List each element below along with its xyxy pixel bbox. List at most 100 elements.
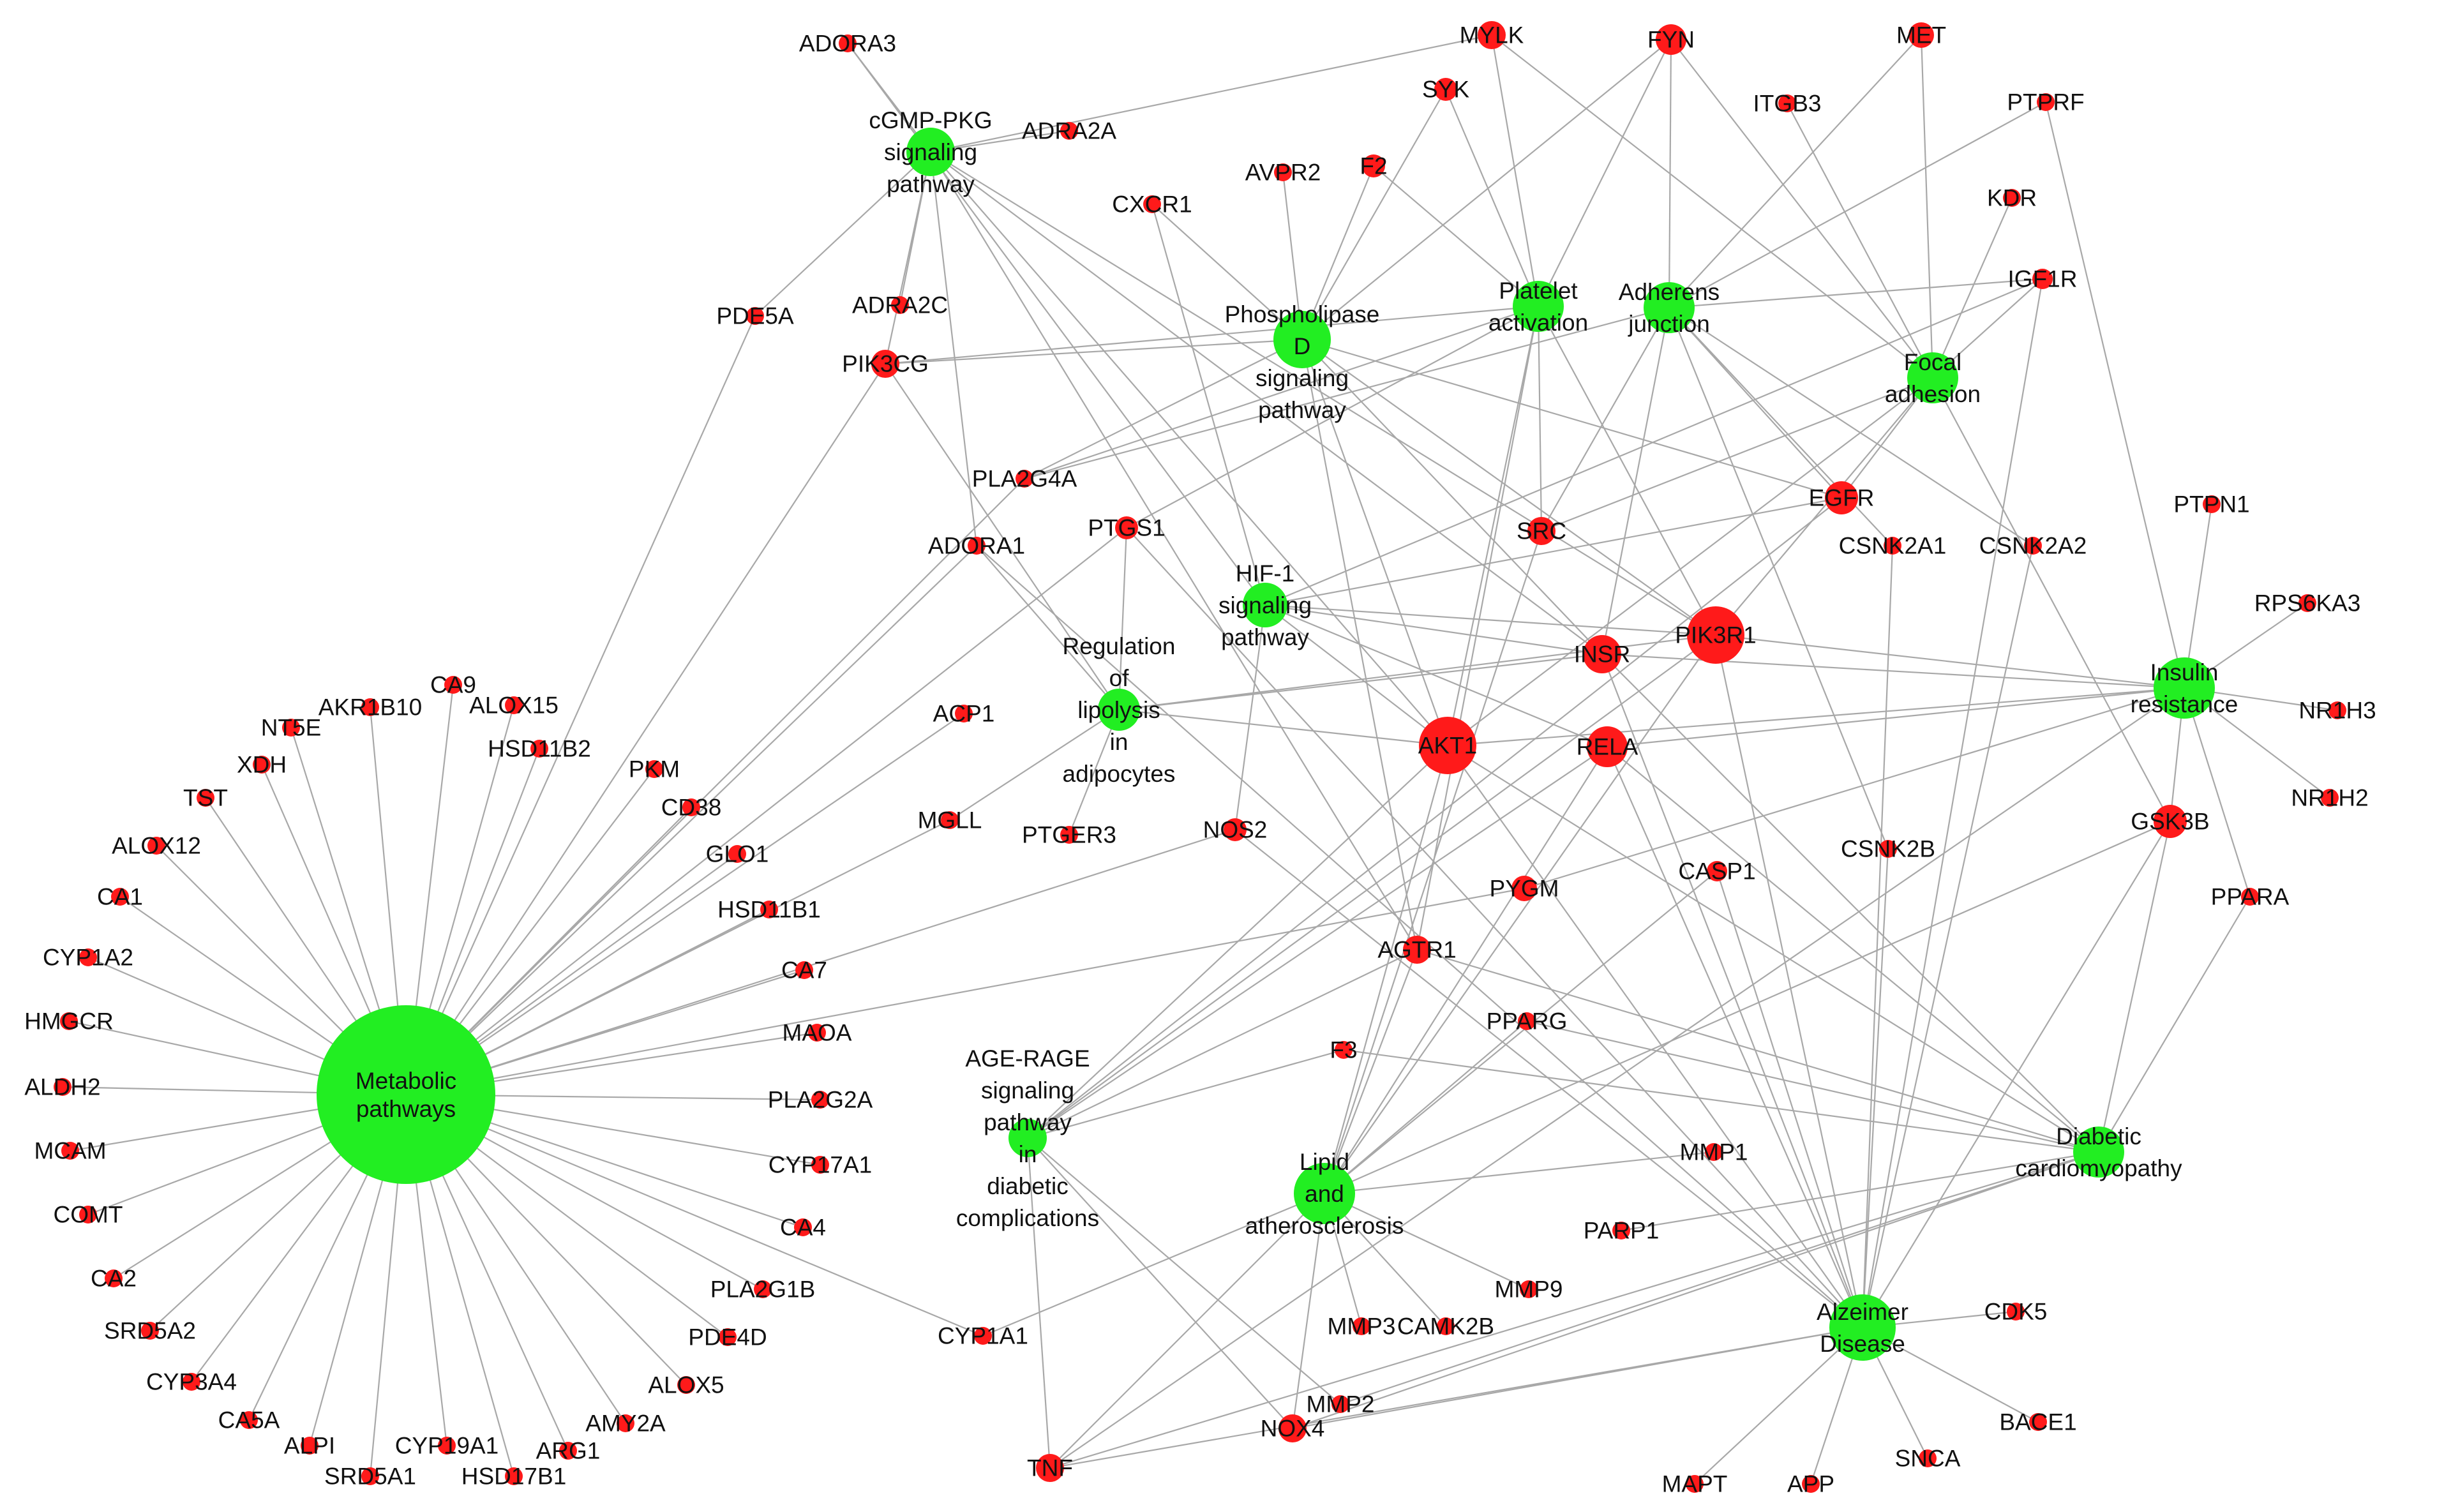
gene-node-camk2b[interactable]: CAMK2B xyxy=(1397,1314,1494,1340)
gene-node-pde5a[interactable]: PDE5A xyxy=(716,303,794,329)
gene-node-glo1[interactable]: GLO1 xyxy=(706,841,769,867)
gene-node-ppara[interactable]: PPARA xyxy=(2211,884,2290,910)
gene-node-pla2g1b[interactable]: PLA2G1B xyxy=(710,1276,816,1303)
gene-node-snca[interactable]: SNCA xyxy=(1895,1446,1961,1472)
gene-node-adora1[interactable]: ADORA1 xyxy=(928,533,1025,559)
gene-node-nos2[interactable]: NOS2 xyxy=(1203,817,1268,843)
gene-node-parp1[interactable]: PARP1 xyxy=(1584,1218,1660,1244)
gene-node-mmp2[interactable]: MMP2 xyxy=(1307,1391,1375,1418)
gene-node-gsk3b[interactable]: GSK3B xyxy=(2131,805,2210,838)
gene-node-hsd17b1[interactable]: HSD17B1 xyxy=(461,1463,567,1490)
gene-node-csnk2a2[interactable]: CSNK2A2 xyxy=(1979,533,2087,559)
gene-node-ptger3[interactable]: PTGER3 xyxy=(1022,822,1116,848)
gene-node-ca2[interactable]: CA2 xyxy=(91,1266,137,1292)
gene-node-srd5a2[interactable]: SRD5A2 xyxy=(104,1318,196,1344)
gene-node-pparg[interactable]: PPARG xyxy=(1487,1008,1568,1035)
gene-node-pik3cg[interactable]: PIK3CG xyxy=(842,350,929,378)
gene-node-cyp1a1[interactable]: CYP1A1 xyxy=(938,1323,1028,1349)
gene-node-akt1[interactable]: AKT1 xyxy=(1418,717,1478,774)
gene-node-pkm[interactable]: PKM xyxy=(629,756,680,782)
gene-node-cyp19a1[interactable]: CYP19A1 xyxy=(395,1433,499,1459)
gene-node-hmgcr[interactable]: HMGCR xyxy=(24,1008,114,1035)
gene-node-fyn[interactable]: FYN xyxy=(1647,24,1695,55)
gene-node-alox5[interactable]: ALOX5 xyxy=(648,1372,724,1398)
gene-node-mcam[interactable]: MCAM xyxy=(34,1138,106,1164)
gene-node-csnk2b[interactable]: CSNK2B xyxy=(1841,836,1935,862)
gene-node-nr1h3[interactable]: NR1H3 xyxy=(2298,698,2376,724)
gene-node-pik3r1[interactable]: PIK3R1 xyxy=(1675,606,1757,664)
gene-node-adra2a[interactable]: ADRA2A xyxy=(1022,118,1116,144)
gene-node-egfr[interactable]: EGFR xyxy=(1809,481,1875,514)
gene-node-akr1b10[interactable]: AKR1B10 xyxy=(319,694,423,721)
gene-node-xdh[interactable]: XDH xyxy=(237,752,287,778)
gene-node-igf1r[interactable]: IGF1R xyxy=(2008,266,2078,292)
gene-node-mgll[interactable]: MGLL xyxy=(918,807,982,834)
gene-node-f2[interactable]: F2 xyxy=(1360,153,1387,179)
gene-node-rps6ka3[interactable]: RPS6KA3 xyxy=(2254,590,2361,617)
gene-node-amy2a[interactable]: AMY2A xyxy=(585,1411,666,1437)
gene-node-ca1[interactable]: CA1 xyxy=(97,884,143,910)
gene-node-adora3[interactable]: ADORA3 xyxy=(799,31,896,57)
gene-node-nt5e[interactable]: NT5E xyxy=(261,715,322,741)
gene-node-cxcr1[interactable]: CXCR1 xyxy=(1112,191,1192,218)
gene-node-rela[interactable]: RELA xyxy=(1577,726,1638,767)
gene-node-pla2g4a[interactable]: PLA2G4A xyxy=(972,466,1077,492)
gene-node-hsd11b2[interactable]: HSD11B2 xyxy=(488,736,591,762)
gene-node-comt[interactable]: COMT xyxy=(54,1202,123,1228)
gene-node-ca5a[interactable]: CA5A xyxy=(218,1407,280,1433)
gene-node-mylk[interactable]: MYLK xyxy=(1460,21,1524,49)
gene-node-pde4d[interactable]: PDE4D xyxy=(688,1324,767,1351)
gene-node-mapt[interactable]: MAPT xyxy=(1662,1471,1728,1497)
gene-node-cyp3a4[interactable]: CYP3A4 xyxy=(146,1369,237,1395)
gene-node-mmp3[interactable]: MMP3 xyxy=(1328,1314,1396,1340)
gene-node-avpr2[interactable]: AVPR2 xyxy=(1245,160,1321,186)
gene-node-ptprf[interactable]: PTPRF xyxy=(2007,89,2084,116)
gene-node-pygm[interactable]: PYGM xyxy=(1490,876,1559,902)
gene-node-alox12[interactable]: ALOX12 xyxy=(112,833,201,859)
gene-node-bace1[interactable]: BACE1 xyxy=(1999,1409,2076,1435)
gene-node-cyp1a2[interactable]: CYP1A2 xyxy=(43,945,133,971)
gene-node-src[interactable]: SRC xyxy=(1517,517,1566,545)
gene-node-alox15[interactable]: ALOX15 xyxy=(469,692,559,719)
gene-node-acp1[interactable]: ACP1 xyxy=(933,701,995,727)
gene-node-itgb3[interactable]: ITGB3 xyxy=(1753,91,1822,117)
gene-node-mmp9[interactable]: MMP9 xyxy=(1495,1276,1563,1303)
gene-node-tnf[interactable]: TNF xyxy=(1027,1454,1073,1482)
gene-node-mmp1[interactable]: MMP1 xyxy=(1680,1139,1748,1165)
gene-node-alpi[interactable]: ALPI xyxy=(284,1433,335,1459)
gene-node-tst[interactable]: TST xyxy=(183,785,228,811)
gene-node-ca7[interactable]: CA7 xyxy=(781,957,827,984)
gene-node-maoa[interactable]: MAOA xyxy=(783,1020,852,1046)
gene-node-aldh2[interactable]: ALDH2 xyxy=(24,1074,100,1100)
gene-node-kdr[interactable]: KDR xyxy=(1987,185,2037,211)
gene-node-cdk5[interactable]: CDK5 xyxy=(1984,1299,2048,1325)
gene-node-cyp17a1[interactable]: CYP17A1 xyxy=(768,1152,873,1178)
gene-node-pla2g2a[interactable]: PLA2G2A xyxy=(768,1087,873,1113)
gene-node-adra2c[interactable]: ADRA2C xyxy=(852,292,948,318)
gene-node-arg1[interactable]: ARG1 xyxy=(536,1438,601,1464)
gene-node-app[interactable]: APP xyxy=(1787,1471,1834,1497)
gene-node-insr[interactable]: INSR xyxy=(1574,635,1630,673)
gene-node-csnk2a1[interactable]: CSNK2A1 xyxy=(1839,533,1947,559)
gene-node-met[interactable]: MET xyxy=(1896,22,1946,49)
gene-node-srd5a1[interactable]: SRD5A1 xyxy=(324,1463,416,1490)
gene-node-cd38[interactable]: CD38 xyxy=(661,795,722,821)
gene-node-ca4[interactable]: CA4 xyxy=(780,1215,826,1241)
gene-node-syk[interactable]: SYK xyxy=(1422,77,1469,103)
gene-node-ptgs1[interactable]: PTGS1 xyxy=(1088,515,1165,541)
gene-node-f3[interactable]: F3 xyxy=(1330,1037,1357,1063)
gene-node-hsd11b1[interactable]: HSD11B1 xyxy=(717,897,821,923)
